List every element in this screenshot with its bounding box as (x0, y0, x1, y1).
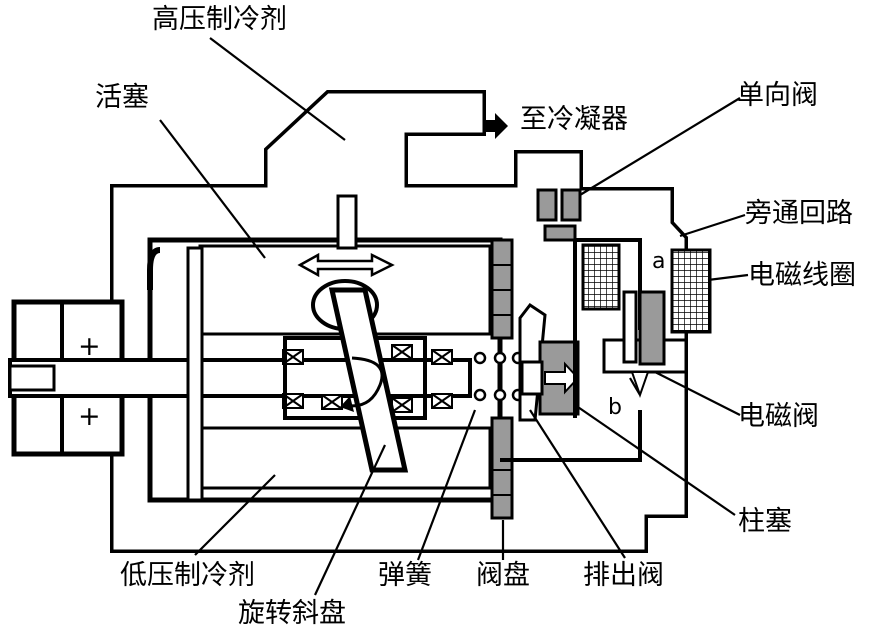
solenoid-needle (630, 371, 650, 399)
plunger-arrow (544, 361, 580, 395)
piston-motion-arrow (297, 252, 395, 278)
shaft-end (8, 364, 56, 392)
solenoid-armature (638, 290, 666, 366)
label-low-pressure: 低压制冷剂 (120, 560, 255, 591)
label-point-a: a (652, 249, 665, 274)
label-point-b: b (608, 395, 622, 420)
label-valve-plate: 阀盘 (476, 560, 530, 591)
label-high-pressure: 高压制冷剂 (152, 4, 287, 35)
label-piston: 活塞 (95, 82, 149, 113)
swash-plate (328, 287, 409, 473)
label-check-valve: 单向阀 (737, 80, 818, 111)
solenoid-stem (622, 290, 638, 364)
plus-top: + (78, 331, 101, 362)
plus-bottom: + (78, 401, 101, 432)
label-plunger: 柱塞 (738, 506, 792, 537)
drive-shaft (8, 358, 472, 398)
passage-curve (147, 247, 161, 290)
label-bypass: 旁通回路 (745, 198, 853, 229)
label-solenoid-valve: 电磁阀 (738, 401, 819, 432)
leader-lines (159, 37, 749, 596)
piston-stem (336, 194, 358, 250)
bearings (282, 344, 453, 413)
solenoid-coil-left (581, 243, 621, 311)
bypass-circuit (500, 238, 680, 462)
label-to-condenser: 至冷凝器 (520, 104, 628, 135)
front-plate (186, 246, 204, 502)
label-discharge-valve: 排出阀 (583, 560, 664, 591)
rotation-arrow (340, 356, 384, 412)
condenser-arrow (484, 113, 508, 139)
check-valve (536, 188, 582, 242)
label-spring: 弹簧 (378, 560, 432, 591)
plunger-cap (520, 360, 544, 396)
label-coil: 电磁线圈 (748, 260, 856, 291)
label-swash-plate: 旋转斜盘 (238, 598, 346, 629)
solenoid-coil-right (670, 248, 712, 334)
valve-plate-lower (490, 416, 514, 520)
swash-plate-hub (283, 336, 427, 420)
cylinder-lower-inner (198, 426, 492, 490)
